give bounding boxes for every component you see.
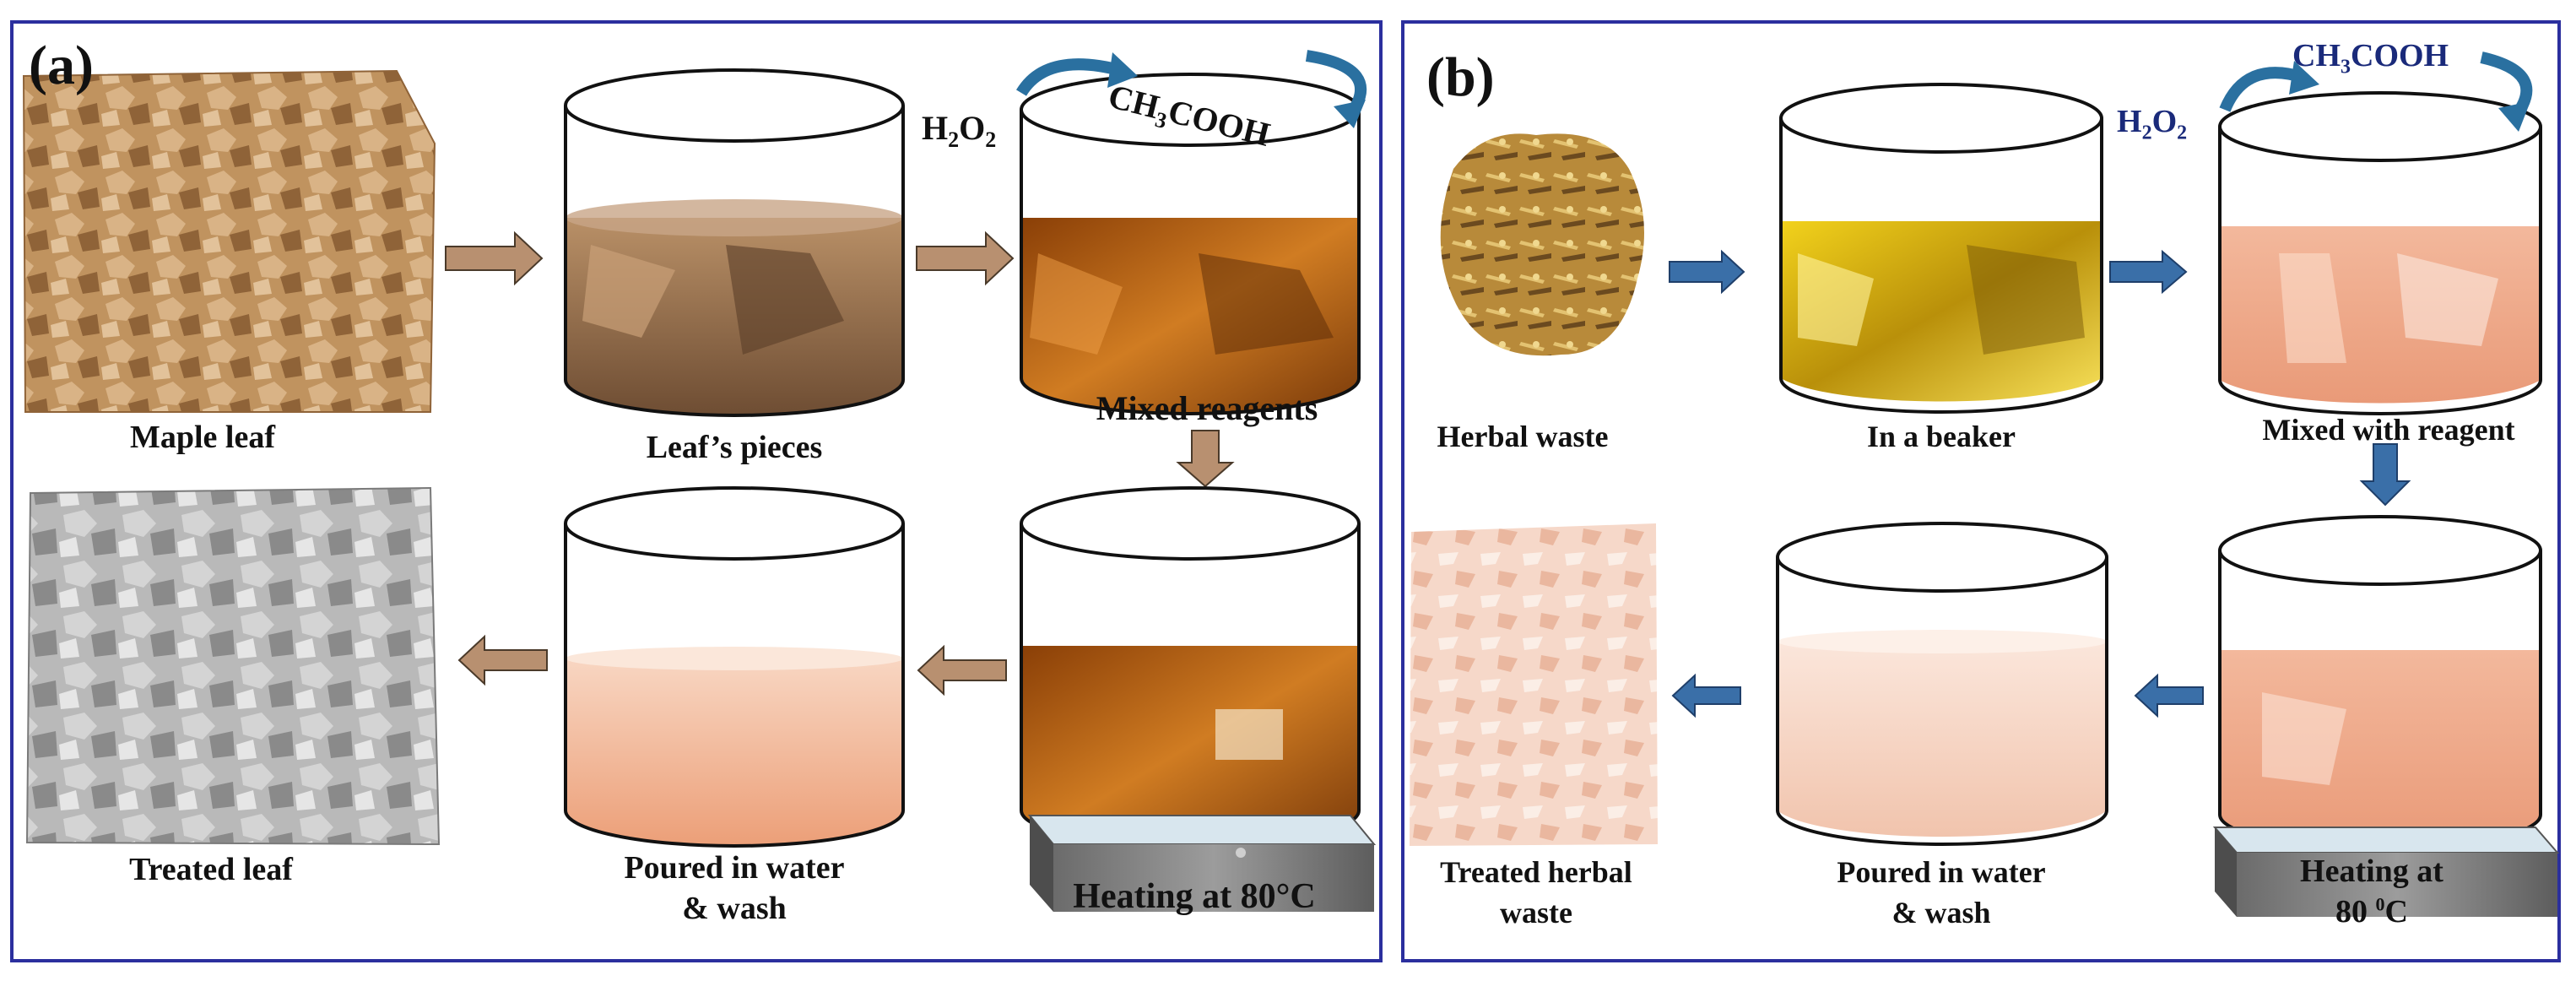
label-mixed-with-reagent: Mixed with reagent [2262,413,2515,447]
treated-herbal-waste-image [1410,523,1658,846]
hot-plate-a [1027,815,1377,912]
label-heating-b-1: Heating at [2300,854,2443,889]
reagent-h2o2-a: H2O2 [922,109,997,152]
arrow-a-2 [916,230,1015,286]
label-maple-leaf: Maple leaf [129,420,275,455]
beaker-heating-b [2218,515,2542,850]
beaker-heating-a [1020,486,1361,848]
arrow-a-down [1176,430,1235,488]
curved-arrow-b-right [2480,51,2533,132]
label-poured-a-1: Poured in water [624,850,845,886]
label-heating-b-2: 80 0C [2335,893,2408,930]
label-poured-a-2: & wash [682,891,787,926]
label-herbal-waste: Herbal waste [1437,420,1609,453]
arrow-b-2 [2109,249,2188,295]
curved-arrow-b-left [2219,61,2319,112]
arrow-a-1 [445,230,544,286]
panel-b-letter: (b) [1426,46,1495,108]
curved-arrow-a-right [1305,50,1366,128]
panel-a-letter: (a) [29,35,94,96]
maple-leaf-image [22,69,436,413]
reagent-ch3cooh-b: CH3COOH [2292,38,2449,79]
hot-plate-b [2212,827,2560,917]
beaker-mixed-with-reagent [2218,91,2542,415]
curved-arrow-a-left [1016,52,1138,96]
label-poured-b-2: & wash [1891,896,1991,930]
beaker-leaf-pieces [564,68,905,417]
arrow-b-4 [2134,673,2204,718]
herbal-waste-image [1440,133,1644,356]
label-mixed-reagents: Mixed reagents [1096,389,1318,427]
label-treated-leaf: Treated leaf [129,852,293,887]
arrow-b-5 [1671,673,1741,718]
label-in-a-beaker: In a beaker [1866,420,2016,453]
arrow-a-5 [457,634,548,686]
arrow-a-4 [917,644,1007,696]
label-poured-b-1: Poured in water [1837,855,2046,889]
label-treated-herbal-2: waste [1500,896,1572,930]
beaker-poured-b [1776,522,2108,846]
arrow-b-down [2359,443,2411,507]
beaker-poured-a [564,486,905,848]
beaker-in-a-beaker [1779,83,2103,414]
arrow-b-1 [1669,249,1745,295]
label-leafs-pieces: Leaf’s pieces [646,430,823,465]
label-heating-a: Heating at 80°C [1073,877,1316,916]
reagent-h2o2-b: H2O2 [2117,104,2188,144]
treated-leaf-image [25,486,441,846]
label-treated-herbal-1: Treated herbal [1440,855,1632,889]
beaker-mixed-reagents [1020,73,1361,415]
